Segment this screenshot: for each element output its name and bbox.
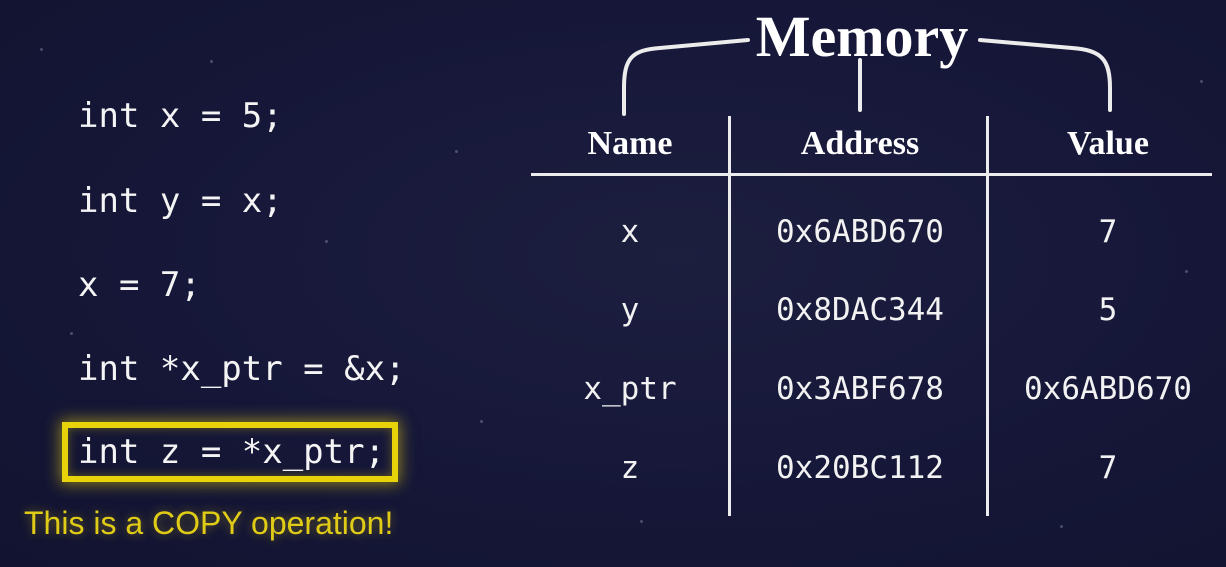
row-z-address: 0x20BC112 <box>776 450 944 486</box>
star-dot <box>640 520 643 523</box>
column-divider-1 <box>728 116 731 516</box>
bracket-right-arm <box>978 38 1112 112</box>
memory-bracket <box>622 38 1112 116</box>
bracket-left-arm <box>622 38 750 116</box>
copy-operation-callout: This is a COPY operation! <box>24 505 394 541</box>
code-line-2: int y = x; <box>78 181 283 221</box>
header-value: Value <box>1067 125 1149 162</box>
star-dot <box>210 60 213 63</box>
row-x-name: x <box>620 214 640 250</box>
row-x-address: 0x6ABD670 <box>776 214 944 250</box>
star-dot <box>1185 270 1188 273</box>
memory-title: Memory <box>755 4 969 69</box>
row-z-value: 7 <box>1098 450 1118 486</box>
row-y-name: y <box>620 292 640 328</box>
star-dot <box>40 48 43 51</box>
row-z-name: z <box>620 450 640 486</box>
star-dot <box>70 332 73 335</box>
column-divider-2 <box>986 116 989 516</box>
star-dot <box>455 150 458 153</box>
header-name: Name <box>587 125 673 162</box>
header-divider <box>531 173 1212 176</box>
row-x-ptr-value: 0x6ABD670 <box>1024 371 1192 407</box>
code-line-5-highlighted: int z = *x_ptr; <box>78 432 386 472</box>
code-line-4: int *x_ptr = &x; <box>78 349 406 389</box>
star-dot <box>480 420 483 423</box>
code-line-3: x = 7; <box>78 265 201 305</box>
code-line-1: int x = 5; <box>78 96 283 136</box>
row-x-value: 7 <box>1098 214 1118 250</box>
row-y-address: 0x8DAC344 <box>776 292 944 328</box>
header-address: Address <box>800 125 920 162</box>
star-dot <box>1060 525 1063 528</box>
row-x-ptr-address: 0x3ABF678 <box>776 371 944 407</box>
highlight-box <box>62 422 398 482</box>
row-x-ptr-name: x_ptr <box>583 371 677 407</box>
star-dot <box>325 240 328 243</box>
row-y-value: 5 <box>1098 292 1118 328</box>
star-dot <box>1200 80 1203 83</box>
